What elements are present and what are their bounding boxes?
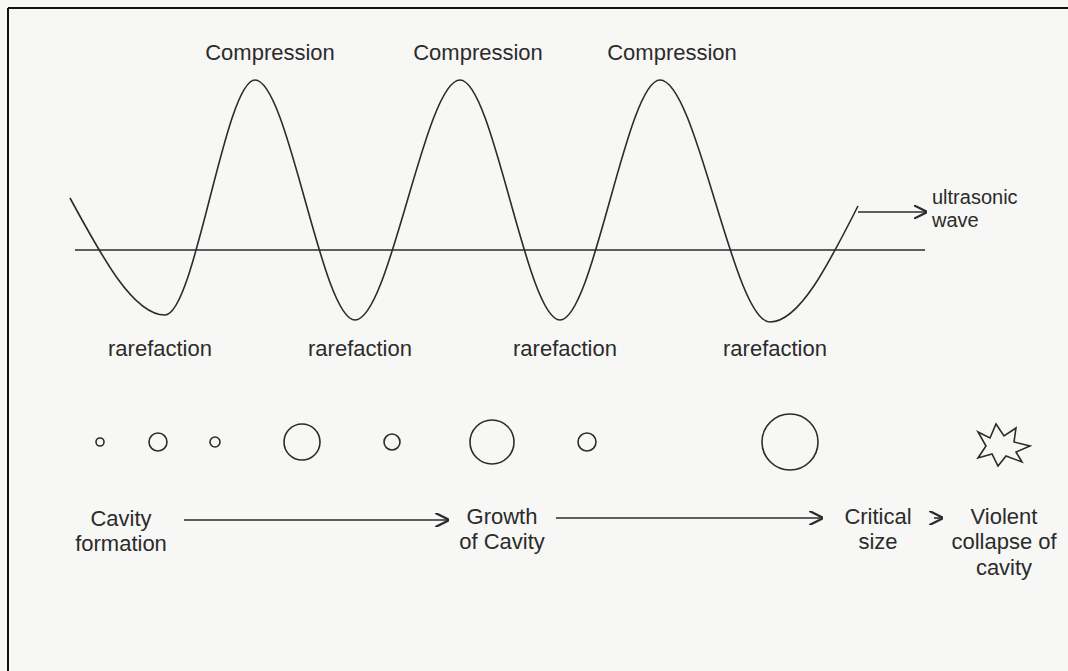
stage-node: Cavity formation (62, 502, 180, 561)
leader-arrow (858, 211, 926, 213)
axis-line (75, 249, 925, 251)
bubble (470, 420, 514, 464)
phase-label: rarefaction (108, 336, 212, 361)
phase-label: Compression (607, 40, 737, 65)
stage-node: Critical size (826, 500, 930, 559)
bubble (149, 433, 167, 451)
stage-text: Critical size (830, 504, 926, 555)
phase-label: rarefaction (308, 336, 412, 361)
stage-text: Violent collapse of cavity (950, 504, 1058, 580)
bubble (384, 434, 400, 450)
phase-label: Compression (205, 40, 335, 65)
stage-node: Violent collapse of cavity (946, 500, 1062, 584)
process-arrow (556, 517, 822, 519)
bubble (96, 438, 104, 446)
phase-label: rarefaction (723, 336, 827, 361)
bubble (578, 433, 596, 451)
stage-text: Growth of Cavity (456, 504, 548, 555)
bubble (284, 424, 320, 460)
phase-label: rarefaction (513, 336, 617, 361)
process-arrow (184, 519, 448, 521)
bubble (210, 437, 220, 447)
frame-line (7, 8, 9, 671)
wave-curve (70, 80, 858, 322)
wave-label: ultrasonic wave (932, 186, 1054, 232)
stage-node: Growth of Cavity (452, 500, 552, 559)
stage-text: Cavity formation (66, 506, 176, 557)
bubble-row (96, 414, 1030, 470)
collapse-burst (978, 424, 1030, 466)
frame-line (8, 7, 1068, 9)
process-arrow (934, 517, 942, 519)
bubble (762, 414, 818, 470)
phase-label: Compression (413, 40, 543, 65)
